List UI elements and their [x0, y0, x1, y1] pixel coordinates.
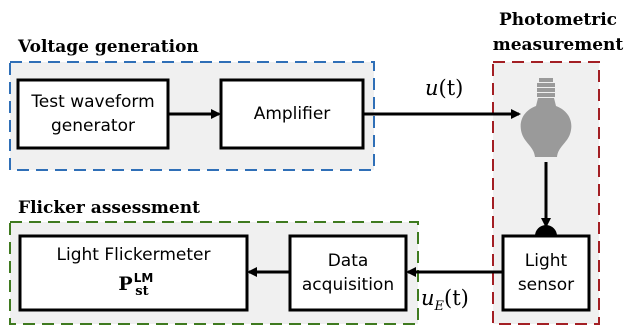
- voltage-generation-title: Voltage generation: [18, 37, 199, 57]
- pst-lm-symbol: PLMst: [118, 267, 153, 303]
- pst-base: P: [118, 273, 133, 295]
- light-flickermeter-label: Light Flickermeter PLMst: [22, 238, 245, 308]
- photometric-title-line1: Photometric: [498, 10, 618, 30]
- signal-ue-arg: (t): [444, 286, 469, 310]
- test-waveform-generator-box: [16, 78, 170, 150]
- flickermeter-line1: Light Flickermeter: [56, 245, 211, 265]
- light-bulb-icon: [520, 78, 572, 157]
- test-waveform-line1: Test waveform: [31, 92, 155, 112]
- signal-ue-label: uE(t): [421, 286, 469, 314]
- pst-superscript: LM: [133, 271, 154, 285]
- photometric-title-line2: measurement: [492, 35, 624, 55]
- signal-u-name: u: [425, 76, 439, 100]
- pst-subscript: st: [135, 284, 149, 299]
- amplifier-box: [219, 78, 365, 150]
- data-acquisition-box: [288, 234, 408, 312]
- signal-u-arg: (t): [438, 76, 464, 100]
- signal-ue-name: u: [421, 286, 435, 310]
- signal-ue-sub: E: [434, 299, 445, 314]
- test-waveform-generator-label: Test waveform generator: [20, 82, 166, 146]
- data-acquisition-line2: acquisition: [301, 275, 395, 295]
- light-sensor-label: Light sensor: [505, 238, 587, 308]
- signal-u-label: u(t): [425, 76, 463, 100]
- amplifier-label: Amplifier: [223, 82, 361, 146]
- flicker-assessment-title: Flicker assessment: [18, 198, 200, 218]
- test-waveform-line2: generator: [51, 116, 135, 136]
- amplifier-text: Amplifier: [253, 104, 331, 124]
- light-sensor-line1: Light: [524, 251, 568, 271]
- data-acquisition-label: Data acquisition: [292, 238, 404, 308]
- data-acquisition-line1: Data: [327, 251, 369, 271]
- light-sensor-line2: sensor: [517, 275, 575, 295]
- light-sensor-receptor: [535, 225, 557, 236]
